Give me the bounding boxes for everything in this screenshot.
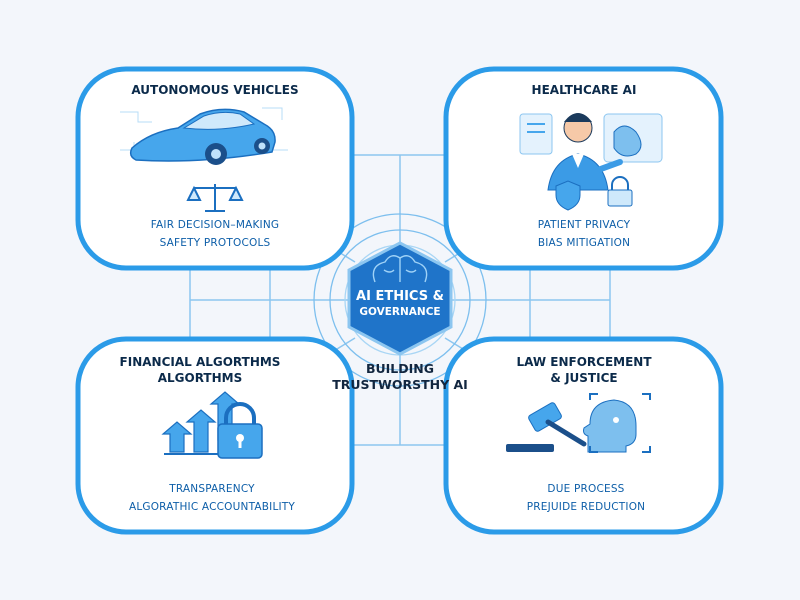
card-law-item-1: DUE PROCESS [547,483,624,495]
doctor-icon [547,113,623,191]
card-autonomous-item-2: SAFETY PROTOCOLS [160,237,271,249]
hub-title-line2: GOVERNANCE [359,306,440,318]
card-law-title-2: & JUSTICE [550,371,617,385]
shield-icon [555,180,581,211]
medical-screen-icon [519,113,663,163]
brain-icon [372,255,428,283]
card-law-enforcement: LAW ENFORCEMENT & JUSTICE DUE PROCESS PR… [443,336,724,535]
card-autonomous-item-1: FAIR DECISION–MAKING [151,219,279,231]
gavel-icon [506,402,587,452]
card-healthcare-ai: HEALTHCARE AI PATIENT PRIVACY BIAS MITIG… [443,66,724,271]
card-financial-title-1: FINANCIAL ALGORTHMS [120,355,281,369]
card-healthcare-item-2: BIAS MITIGATION [538,237,630,249]
card-law-title-1: LAW ENFORCEMENT [516,355,652,369]
subtitle-line2: TRUSTWORSTHY AI [332,377,468,392]
card-healthcare-title: HEALTHCARE AI [532,83,637,97]
face-scan-icon [583,393,651,453]
card-law-item-2: PREJUIDE REDUCTION [527,501,645,513]
card-healthcare-item-1: PATIENT PRIVACY [538,219,631,231]
card-financial-algorithms: FINANCIAL ALGORTHMS ALGORTHMS TRANSPAREN… [75,336,355,535]
card-autonomous-title: AUTONOMOUS VEHICLES [131,83,298,97]
lock-icon [607,176,633,207]
hub-title-line1: AI ETHICS & [356,289,444,304]
card-financial-item-2: ALGORATHIC ACCOUNTABILITY [129,501,295,513]
card-financial-item-1: TRANSPARENCY [168,483,255,495]
hub-hexagon: AI ETHICS & GOVERNANCE [347,241,453,356]
subtitle: BUILDING TRUSTWORSTHY AI [332,361,468,392]
balance-scale-icon [186,184,244,212]
car-icon [129,108,276,165]
card-autonomous-vehicles: AUTONOMOUS VEHICLES FAIR DECISION–MAKING… [75,66,355,271]
card-financial-title-2: ALGORTHMS [158,371,243,385]
subtitle-line1: BUILDING [366,361,434,376]
padlock-icon [217,402,263,459]
